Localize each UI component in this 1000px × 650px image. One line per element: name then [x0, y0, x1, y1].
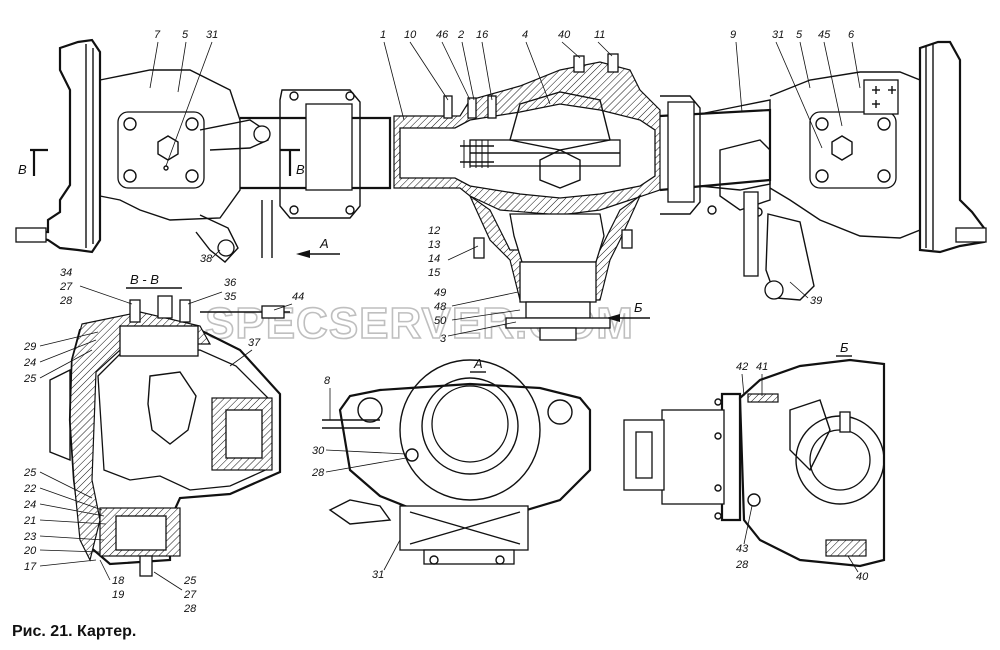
callout: 18 — [112, 575, 125, 587]
callout: 40 — [558, 29, 571, 41]
callout: 5 — [796, 29, 803, 41]
section-bb-view: В - В — [49, 272, 290, 577]
callout: 28 — [183, 603, 197, 615]
callout: 40 — [856, 571, 869, 583]
view-a-title: А — [473, 356, 483, 371]
view-arrow-b: Б — [634, 300, 643, 315]
callout: 35 — [224, 291, 237, 303]
callout: 6 — [848, 29, 855, 41]
callout: 45 — [818, 29, 831, 41]
callout: 15 — [428, 267, 441, 279]
section-bb-title: В - В — [130, 272, 159, 287]
callout: 31 — [772, 29, 784, 41]
callout: 23 — [23, 531, 37, 543]
callout: 29 — [23, 341, 36, 353]
callout: 24 — [23, 357, 36, 369]
callout: 48 — [434, 301, 447, 313]
callout: 50 — [434, 315, 447, 327]
callout: 28 — [59, 295, 73, 307]
callout: 1 — [380, 29, 386, 41]
callout: 3 — [440, 333, 447, 345]
callout: 28 — [735, 559, 749, 571]
callout: 25 — [23, 467, 37, 479]
callout: 13 — [428, 239, 441, 251]
section-mark-left: В — [18, 162, 27, 177]
callout: 11 — [594, 29, 605, 41]
callout: 28 — [311, 467, 325, 479]
callout: 27 — [59, 281, 73, 293]
axle-assembly — [15, 38, 987, 341]
section-arrows: В В А Б — [18, 148, 650, 322]
callout: 2 — [457, 29, 464, 41]
callout: 43 — [736, 543, 749, 555]
callout: 38 — [200, 253, 213, 265]
callout: 30 — [312, 445, 325, 457]
callout: 27 — [183, 589, 197, 601]
callout: 25 — [183, 575, 197, 587]
callout: 46 — [436, 29, 449, 41]
callout: 10 — [404, 29, 417, 41]
callout: 39 — [810, 295, 822, 307]
callout: 17 — [24, 561, 37, 573]
callout: 8 — [324, 375, 331, 387]
callout: 24 — [23, 499, 36, 511]
callout: 37 — [248, 337, 261, 349]
view-arrow-a: А — [319, 236, 329, 251]
callout: 5 — [182, 29, 189, 41]
callout: 31 — [206, 29, 218, 41]
view-b-title: Б — [840, 340, 849, 355]
callout: 16 — [476, 29, 489, 41]
callout: 12 — [428, 225, 440, 237]
callout: 42 — [736, 361, 748, 373]
callout: 4 — [522, 29, 528, 41]
callout: 36 — [224, 277, 237, 289]
callout: 14 — [428, 253, 440, 265]
callout: 20 — [23, 545, 37, 557]
callout: 34 — [60, 267, 72, 279]
view-b: Б — [623, 340, 886, 568]
callout: 7 — [154, 29, 161, 41]
callout: 9 — [730, 29, 736, 41]
callout-labels: 7 5 31 1 10 46 2 16 4 40 11 9 31 5 45 6 … — [23, 29, 869, 615]
callout: 49 — [434, 287, 446, 299]
section-mark-right: В — [296, 162, 305, 177]
callout: 41 — [756, 361, 768, 373]
view-a: А — [322, 356, 592, 565]
callout: 19 — [112, 589, 124, 601]
callout: 31 — [372, 569, 384, 581]
figure-caption: Рис. 21. Картер. — [12, 623, 137, 640]
callout: 44 — [292, 291, 304, 303]
callout: 22 — [23, 483, 36, 495]
callout: 21 — [23, 515, 36, 527]
callout: 25 — [23, 373, 37, 385]
